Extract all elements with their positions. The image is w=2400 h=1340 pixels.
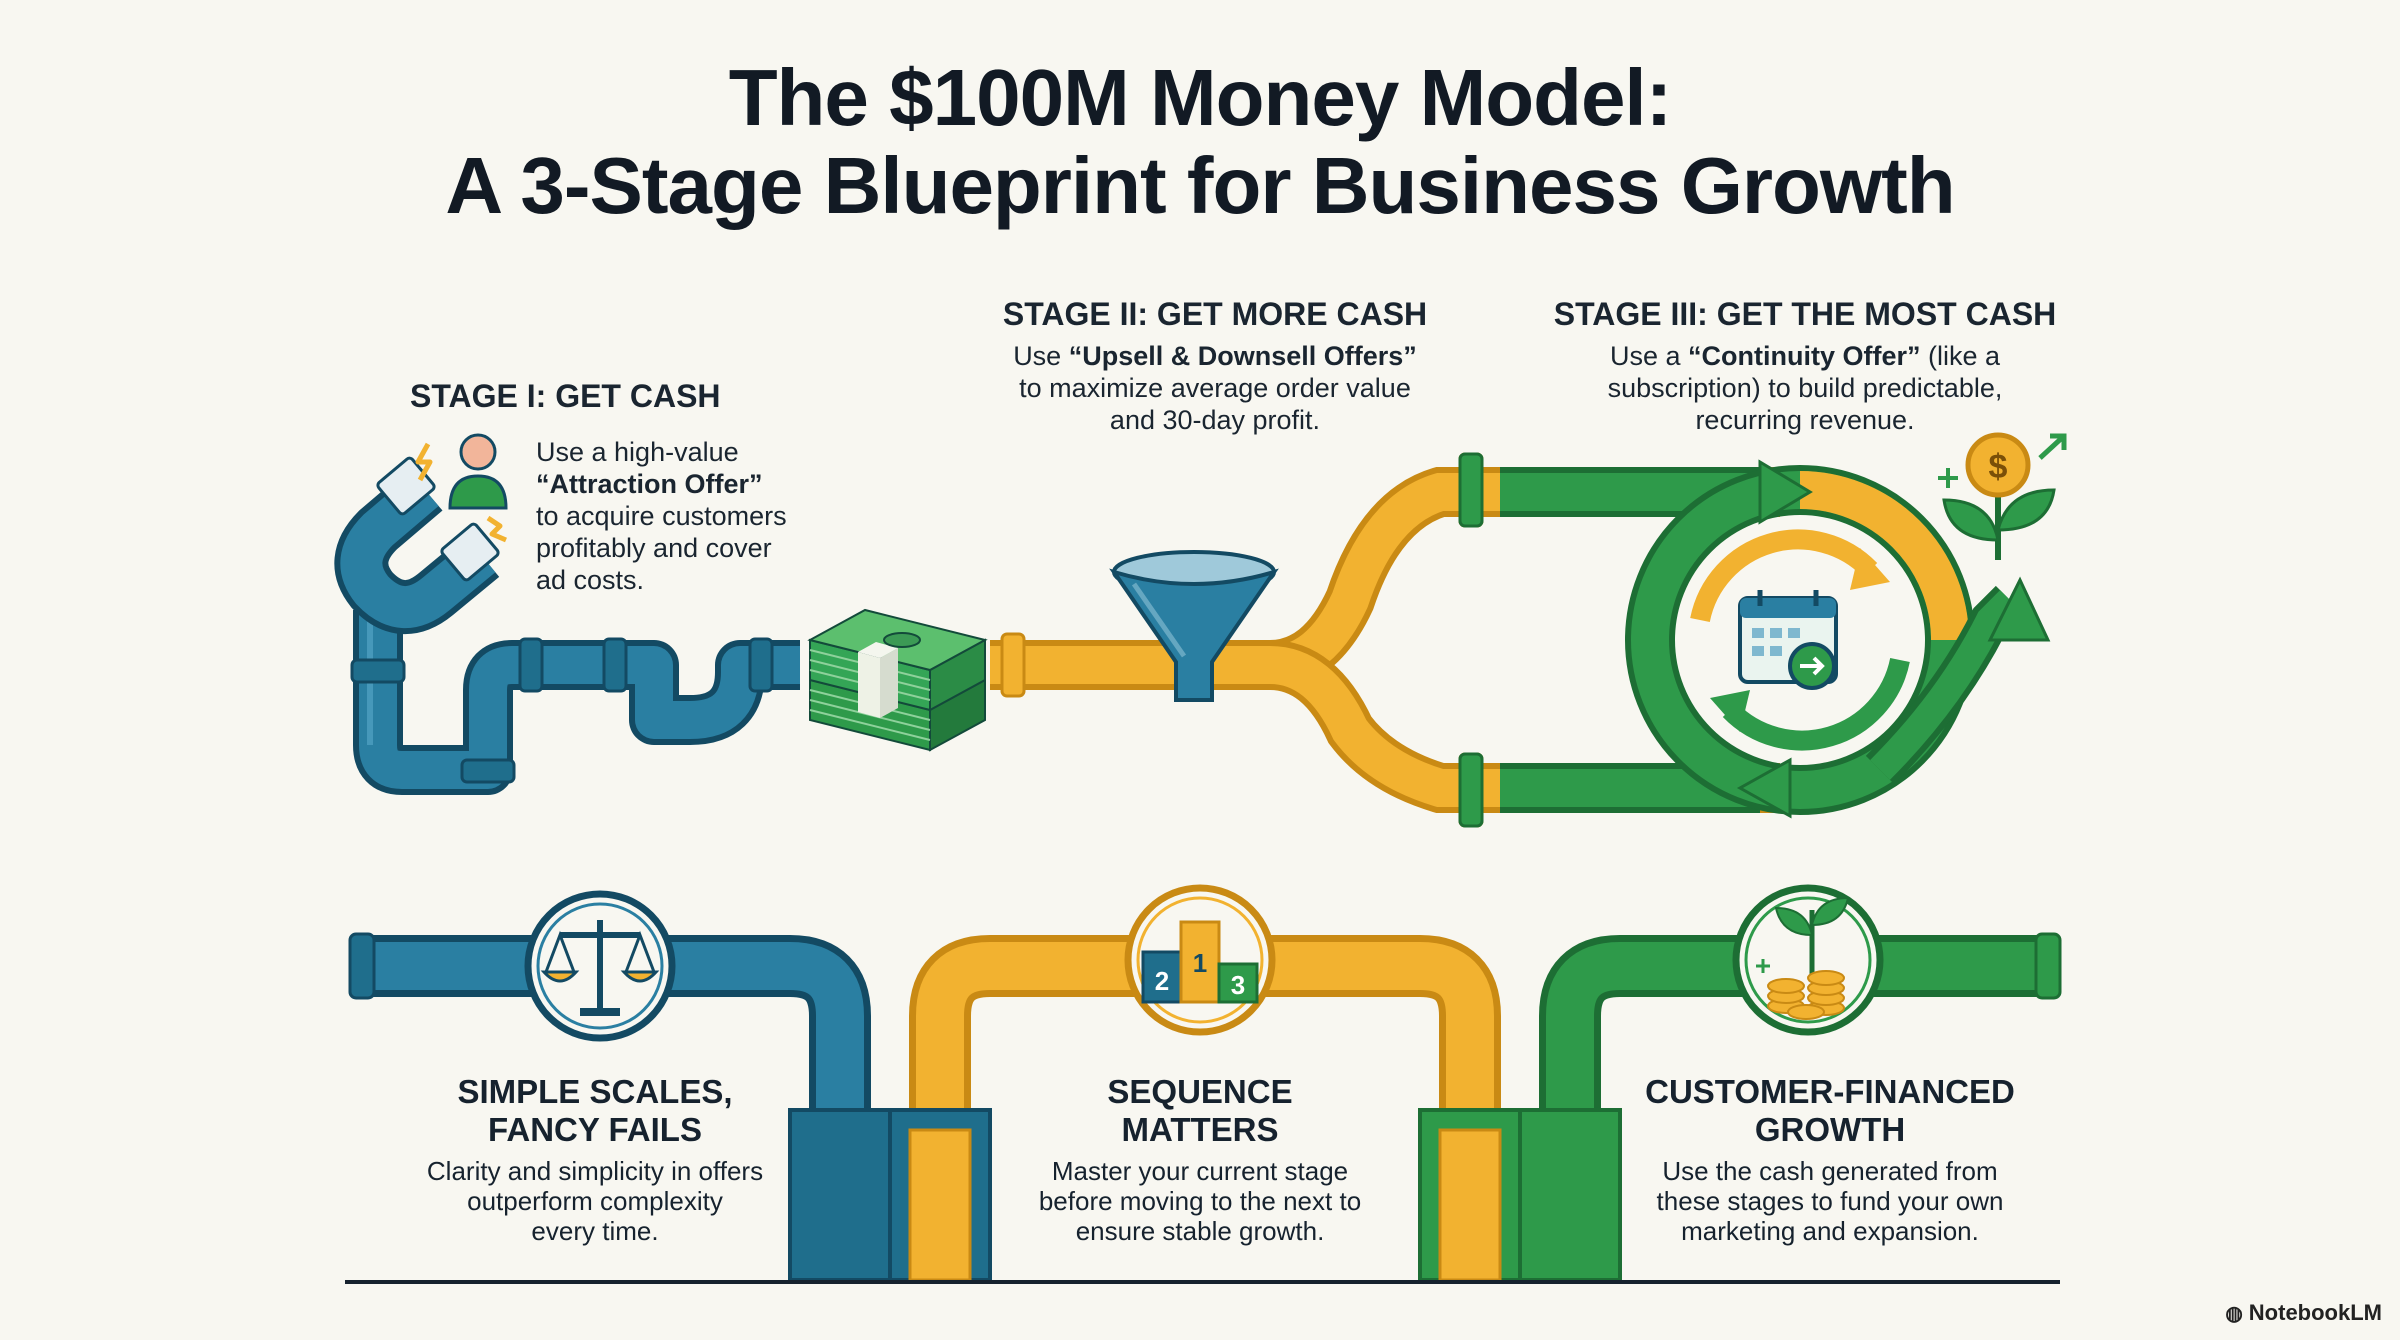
principle-1-text-line-2: outperform complexity [467, 1186, 723, 1216]
calendar-icon [1738, 590, 1838, 690]
stage-1-offer: “Attraction Offer” [536, 469, 763, 499]
stage-2-line-3: and 30-day profit. [1109, 405, 1321, 435]
stage-3-line-2: subscription) to build predictable, [1607, 373, 2003, 403]
stage-3-heading: STAGE III: GET THE MOST CASH [1553, 296, 2057, 332]
svg-text:$: $ [1989, 448, 2008, 486]
principle-3-text-line-3: marketing and expansion. [1681, 1216, 1979, 1246]
principle-3-heading-line-2: GROWTH [1754, 1111, 1906, 1148]
podium-second-label: 2 [1155, 966, 1169, 996]
brand-label: NotebookLM [2248, 1300, 2382, 1325]
stage-2-line-2: to maximize average order value [1019, 373, 1411, 403]
principle-1-heading-line-2: FANCY FAILS [488, 1111, 702, 1148]
stage-1-line-3: to acquire customers [536, 501, 787, 531]
stage-1-description: Use a high-value “Attraction Offer” to a… [536, 436, 787, 596]
principle-2-text: Master your current stage before moving … [970, 1156, 1430, 1246]
cash-stack-icon [807, 608, 988, 752]
podium-third-label: 3 [1231, 970, 1245, 1000]
principle-3-heading: CUSTOMER-FINANCED GROWTH [1600, 1073, 2060, 1149]
principle-1-heading: SIMPLE SCALES, FANCY FAILS [365, 1073, 825, 1149]
plant-coins-icon [1732, 884, 1884, 1036]
magnet-icon [334, 442, 507, 634]
notebooklm-brand: ◍NotebookLM [2225, 1300, 2382, 1326]
stage-2-heading: STAGE II: GET MORE CASH [1002, 296, 1428, 332]
principle-pipes [345, 932, 2062, 1284]
stage-1-line-1: Use a high-value [536, 437, 739, 467]
principle-3-text-line-1: Use the cash generated from [1662, 1156, 1998, 1186]
stage-3-offer: “Continuity Offer” [1688, 341, 1921, 371]
principle-2-text-line-3: ensure stable growth. [1075, 1216, 1325, 1246]
stage-2-offer: “Upsell & Downsell Offers” [1068, 341, 1417, 371]
principle-1-text-line-1: Clarity and simplicity in offers [426, 1156, 764, 1186]
stage-3-description: Use a “Continuity Offer” (like a subscri… [1535, 340, 2075, 436]
page-title-line-2: A 3-Stage Blueprint for Business Growth [445, 141, 1955, 230]
principle-2-text-line-2: before moving to the next to [1038, 1186, 1362, 1216]
principle-2-text-line-1: Master your current stage [1051, 1156, 1349, 1186]
stage-1-line-4: profitably and cover [536, 533, 772, 563]
principle-3-text-line-2: these stages to fund your own [1656, 1186, 2004, 1216]
principle-2-heading: SEQUENCE MATTERS [970, 1073, 1430, 1149]
stage-3-line-3: recurring revenue. [1695, 405, 1915, 435]
principle-3-text: Use the cash generated from these stages… [1600, 1156, 2060, 1246]
stage-2-description: Use “Upsell & Downsell Offers” to maximi… [955, 340, 1475, 436]
principle-1-heading-line-1: SIMPLE SCALES, [457, 1073, 733, 1110]
podium-first-label: 1 [1193, 948, 1207, 978]
principle-1-text-line-3: every time. [531, 1216, 659, 1246]
principle-1-text: Clarity and simplicity in offers outperf… [365, 1156, 825, 1246]
principle-2-heading-line-2: MATTERS [1121, 1111, 1279, 1148]
podium-icon: 2 1 3 [1124, 884, 1276, 1036]
stage-1-pipe [350, 610, 800, 795]
balance-scale-icon [524, 890, 676, 1042]
stage-1-heading: STAGE I: GET CASH [410, 378, 721, 414]
principle-2-heading-line-1: SEQUENCE [1107, 1073, 1293, 1110]
notebooklm-logo-icon: ◍ [2225, 1303, 2243, 1325]
stage-2-line-1-prefix: Use [1013, 341, 1069, 371]
principle-3-heading-line-1: CUSTOMER-FINANCED [1645, 1073, 2015, 1110]
page-title-line-1: The $100M Money Model: [728, 53, 1673, 142]
money-plant-icon: $ [1865, 432, 2067, 785]
person-icon [448, 433, 508, 510]
funnel-icon [1109, 550, 1279, 702]
stage-3-line-1-prefix: Use a [1609, 341, 1689, 371]
stage-1-line-5: ad costs. [536, 565, 645, 595]
stage-3-line-1-suffix: (like a [1920, 341, 2001, 371]
